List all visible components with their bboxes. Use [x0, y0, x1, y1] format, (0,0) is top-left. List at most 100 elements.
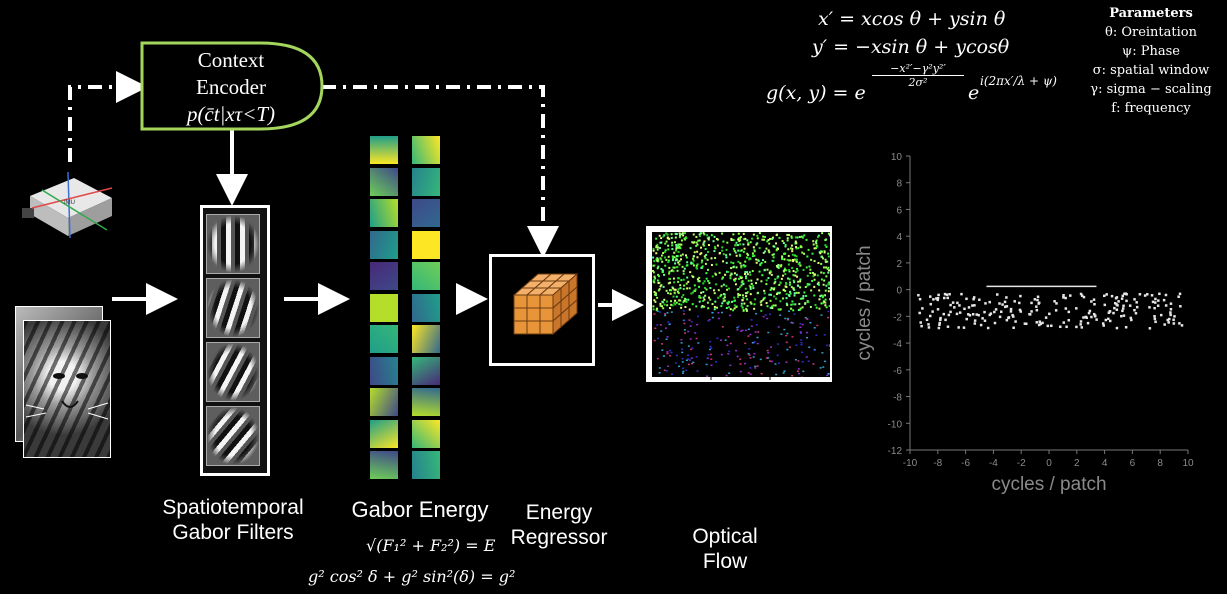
flow-pixel [820, 271, 823, 274]
flow-pixel [771, 306, 774, 309]
flow-pixel [765, 302, 768, 305]
flow-pixel [697, 285, 700, 288]
flow-pixel [827, 310, 830, 313]
flow-pixel [696, 370, 699, 372]
cube-cell [513, 294, 528, 309]
flow-pixel [755, 312, 758, 315]
flow-pixel [675, 247, 678, 250]
flow-pixel [660, 258, 663, 261]
flow-pixel [734, 277, 737, 280]
flow-pixel [776, 291, 779, 294]
plot-point [1110, 294, 1114, 298]
context-encoder-line2: Encoder [196, 75, 266, 99]
plot-point [1007, 316, 1011, 319]
flow-pixel [785, 283, 788, 286]
y-tick-label: 10 [891, 152, 903, 163]
plot-point [949, 303, 952, 307]
flow-pixel [682, 278, 685, 281]
flow-pixel [797, 360, 800, 362]
plot-point [1069, 294, 1072, 297]
plot-point [1019, 294, 1022, 298]
flow-pixel [680, 279, 683, 282]
flow-pixel [749, 301, 752, 304]
energy-tile [412, 293, 440, 322]
flow-pixel [750, 279, 753, 282]
flow-pixel [763, 289, 766, 292]
flow-pixel [754, 298, 757, 301]
flow-pixel [820, 255, 823, 258]
flow-pixel [674, 232, 677, 235]
flow-pixel [715, 283, 718, 286]
plot-point [1154, 320, 1157, 324]
flow-pixel [710, 347, 713, 350]
gabor-energy-strips [370, 136, 450, 480]
plot-point [1172, 318, 1175, 322]
flow-pixel [722, 240, 725, 243]
flow-pixel [717, 312, 720, 314]
flow-pixel [660, 330, 663, 332]
flow-pixel [676, 277, 679, 280]
flow-pixel [713, 292, 716, 295]
flow-pixel [787, 277, 790, 280]
flow-pixel [703, 280, 706, 283]
flow-pixel [685, 369, 688, 372]
flow-pixel [741, 280, 744, 283]
plot-point [1041, 321, 1044, 325]
flow-pixel [762, 315, 765, 318]
flow-pixel [695, 356, 698, 358]
flow-pixel [685, 237, 688, 240]
flow-pixel [789, 290, 792, 293]
flow-pixel [726, 302, 729, 305]
flow-pixel [744, 275, 747, 278]
flow-pixel [740, 281, 743, 284]
flow-pixel [759, 264, 762, 267]
input-image-stack [15, 306, 111, 458]
flow-pixel [677, 280, 680, 283]
flow-pixel [654, 293, 657, 296]
flow-pixel [775, 234, 778, 237]
flow-pixel [663, 303, 666, 306]
flow-pixel [673, 288, 676, 291]
gabor-filter-tile [206, 214, 260, 274]
flow-pixel [665, 240, 668, 243]
flow-pixel [699, 253, 702, 256]
flow-pixel [666, 236, 669, 239]
optical-flow-label-line2: Flow [702, 550, 748, 573]
flow-pixel [804, 302, 807, 305]
energy-tile [370, 136, 398, 164]
flow-pixel [745, 308, 748, 311]
flow-pixel [797, 284, 800, 287]
flow-pixel [823, 251, 826, 254]
flow-pixel [785, 285, 788, 288]
flow-pixel [683, 267, 686, 270]
flow-pixel [729, 364, 732, 367]
plot-point [918, 311, 921, 315]
gabor-filter-panel [200, 205, 270, 476]
plot-point [927, 326, 931, 329]
flow-pixel [738, 240, 741, 243]
energy-tile [370, 325, 398, 353]
flow-pixel [722, 297, 725, 300]
x-tick-label: 2 [1074, 458, 1080, 469]
flow-pixel [776, 343, 779, 345]
flow-pixel [739, 236, 742, 239]
flow-pixel [807, 360, 810, 362]
flow-pixel [690, 348, 693, 351]
flow-pixel [697, 239, 700, 242]
plot-point [979, 323, 983, 327]
plot-point [1169, 307, 1173, 311]
flow-pixel [747, 328, 750, 331]
flow-pixel [686, 287, 689, 290]
flow-pixel [728, 314, 731, 317]
flow-pixel [693, 241, 696, 244]
flow-pixel [725, 248, 728, 251]
flow-pixel [795, 260, 798, 263]
flow-pixel [791, 322, 794, 324]
flow-pixel [709, 353, 712, 356]
flow-pixel [725, 254, 728, 257]
flow-pixel [674, 299, 677, 302]
flow-pixel [755, 324, 758, 326]
flow-pixel [727, 336, 730, 338]
plot-point [1113, 306, 1116, 310]
